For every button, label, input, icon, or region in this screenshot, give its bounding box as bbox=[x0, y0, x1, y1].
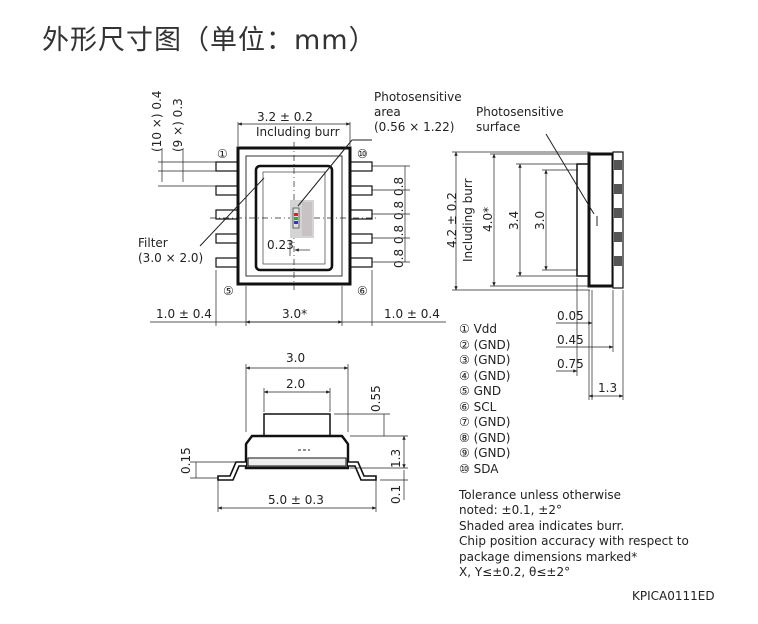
pixel-red bbox=[294, 213, 298, 216]
note-line: X, Y≤±0.2, θ≤±2° bbox=[459, 565, 570, 579]
side-lead-1 bbox=[614, 160, 622, 170]
pin-list-item: ④ (GND) bbox=[459, 369, 510, 383]
photo-area-label-1: Photosensitive bbox=[374, 90, 462, 104]
filter-label: Filter bbox=[138, 236, 168, 250]
front-dim-20: 2.0 bbox=[286, 377, 305, 391]
lead-6 bbox=[349, 257, 373, 268]
note-line: Shaded area indicates burr. bbox=[459, 519, 624, 533]
front-dim-13: 1.3 bbox=[389, 449, 403, 468]
photo-surface-leader bbox=[545, 133, 595, 215]
pitch-9-label: (9 ×) 0.3 bbox=[171, 98, 185, 152]
note-line: noted: ±0.1, ±2° bbox=[459, 503, 562, 517]
photo-area-size: (0.56 × 1.22) bbox=[374, 120, 454, 134]
front-dim-015: 0.15 bbox=[179, 447, 193, 474]
side-height-note: Including burr bbox=[461, 178, 475, 262]
left-leads bbox=[215, 161, 239, 268]
pin-6-label: ⑥ bbox=[357, 284, 368, 298]
pin-list-item: ② (GND) bbox=[459, 338, 510, 352]
note-line: package dimensions marked* bbox=[459, 550, 637, 564]
front-filter bbox=[263, 413, 331, 437]
lead-7 bbox=[349, 233, 373, 244]
note-line: Chip position accuracy with respect to bbox=[459, 534, 689, 548]
side-view bbox=[452, 133, 624, 400]
side-lead-2 bbox=[614, 184, 622, 194]
front-dim-01: 0.1 bbox=[389, 485, 403, 504]
pin-list-item: ③ (GND) bbox=[459, 353, 510, 367]
lead-2 bbox=[215, 185, 239, 196]
side-lead-5 bbox=[614, 256, 622, 266]
pin-1-label: ① bbox=[217, 147, 228, 161]
lead-5 bbox=[215, 257, 239, 268]
pin-list-item: ⑧ (GND) bbox=[459, 431, 510, 445]
side-filter bbox=[576, 163, 590, 277]
lead-1 bbox=[215, 161, 239, 172]
side-lead-3 bbox=[614, 208, 622, 218]
inner-dim-023: 0.23 bbox=[267, 238, 294, 252]
front-dim-055: 0.55 bbox=[369, 385, 383, 412]
pixel-green bbox=[294, 217, 298, 220]
photo-area-label-2: area bbox=[374, 105, 401, 119]
pitch-08-d: 0.8 bbox=[392, 249, 406, 268]
lead-9 bbox=[349, 185, 373, 196]
side-dim-005: 0.05 bbox=[557, 309, 584, 323]
photo-surface-label-1: Photosensitive bbox=[476, 105, 564, 119]
front-lead-left bbox=[217, 461, 246, 481]
side-body bbox=[587, 152, 615, 288]
side-dim-34: 3.4 bbox=[507, 211, 521, 230]
pitch-08-c: 0.8 bbox=[392, 225, 406, 244]
lead-4 bbox=[215, 233, 239, 244]
pitch-10-label: (10 ×) 0.4 bbox=[150, 91, 164, 152]
filter-leader bbox=[199, 177, 265, 247]
lead-10 bbox=[349, 161, 373, 172]
photo-surface-label-2: surface bbox=[476, 120, 520, 134]
front-view bbox=[190, 364, 408, 512]
side-height-total: 4.2 ± 0.2 bbox=[445, 192, 459, 248]
front-lead-right bbox=[348, 461, 377, 481]
front-base bbox=[247, 457, 347, 467]
pitch-08-b: 0.8 bbox=[392, 201, 406, 220]
front-dim-50: 5.0 ± 0.3 bbox=[268, 493, 324, 507]
pin-5-label: ⑤ bbox=[223, 284, 234, 298]
pin-10-label: ⑩ bbox=[357, 147, 368, 161]
pin-list-item: ⑨ (GND) bbox=[459, 446, 510, 460]
side-dim-30: 3.0 bbox=[533, 211, 547, 230]
note-line: Tolerance unless otherwise bbox=[458, 488, 621, 502]
pin-list: ① Vdd ② (GND) ③ (GND) ④ (GND) ⑤ GND ⑥ SC… bbox=[459, 322, 510, 476]
pin-list-item: ⑦ (GND) bbox=[459, 415, 510, 429]
top-width-dim: 3.2 ± 0.2 bbox=[257, 110, 313, 124]
left-lead-dim: 1.0 ± 0.4 bbox=[156, 307, 212, 321]
side-dim-075: 0.75 bbox=[557, 357, 584, 371]
photo-area-leader bbox=[297, 139, 353, 207]
filter-size: (3.0 × 2.0) bbox=[138, 251, 203, 265]
pitch-08-a: 0.8 bbox=[392, 177, 406, 196]
page-title: 外形尺寸图（单位：mm） bbox=[42, 25, 377, 56]
side-lead-4 bbox=[614, 232, 622, 242]
side-dim-045: 0.45 bbox=[557, 333, 584, 347]
side-dim-13: 1.3 bbox=[598, 381, 617, 395]
pin-list-item: ① Vdd bbox=[459, 322, 497, 336]
chip-burr bbox=[302, 202, 312, 236]
pin-list-item: ⑥ SCL bbox=[459, 400, 497, 414]
side-height-body: 4.0* bbox=[481, 207, 495, 232]
front-dim-30: 3.0 bbox=[286, 351, 305, 365]
pin-list-item: ⑩ SDA bbox=[459, 462, 499, 476]
document-code: KPICA0111ED bbox=[632, 589, 715, 603]
pin-list-item: ⑤ GND bbox=[459, 384, 501, 398]
side-leads-strip bbox=[612, 151, 624, 289]
tolerance-notes: Tolerance unless otherwise noted: ±0.1, … bbox=[458, 488, 689, 579]
right-lead-dim: 1.0 ± 0.4 bbox=[384, 307, 440, 321]
top-view bbox=[150, 122, 446, 326]
right-leads bbox=[349, 161, 373, 268]
body-width-dim: 3.0* bbox=[282, 307, 307, 321]
top-width-note: Including burr bbox=[256, 125, 340, 139]
pixel-blue bbox=[294, 221, 298, 224]
